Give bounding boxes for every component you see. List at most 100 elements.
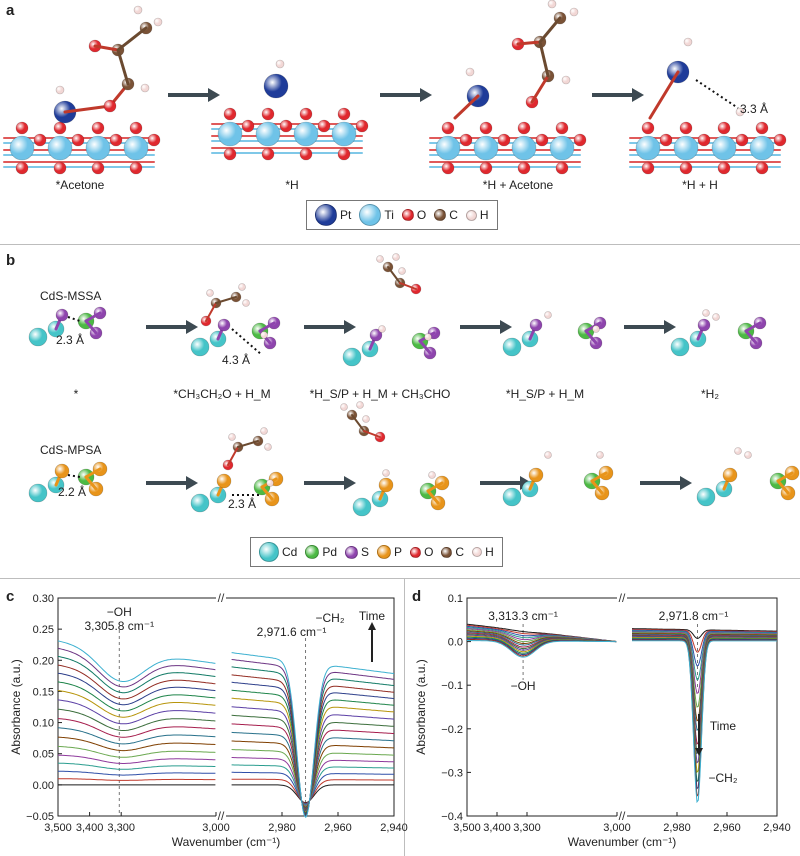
h-atom [378, 325, 386, 333]
legend-ball-o [401, 209, 414, 221]
ti-atom [473, 135, 499, 161]
y-tick-label: 0.0 [448, 637, 463, 649]
h-atom [735, 107, 745, 117]
h-atom [734, 447, 742, 455]
series-line-right-0 [231, 784, 394, 804]
axis-break-top: // [619, 591, 626, 605]
o-atom [659, 133, 673, 147]
legend-label-h: H [485, 545, 494, 559]
arrow-a-1 [168, 88, 220, 102]
series-line-right-0 [632, 628, 777, 639]
ti-atom [331, 121, 357, 147]
legend-label-cd: Cd [282, 545, 298, 559]
s-atom [55, 308, 69, 322]
o-atom [555, 121, 569, 135]
cd-atom [28, 327, 48, 347]
axis-break-bottom-mask [617, 813, 627, 819]
o-atom [129, 161, 143, 175]
s-atom [369, 328, 383, 342]
o-atom [479, 161, 493, 175]
legend-ball-ti [359, 204, 382, 226]
x-tick-label: 3,400 [483, 822, 511, 834]
divider-b-cd [0, 578, 800, 579]
oh-label: −OH [511, 679, 536, 693]
divider-a-b [0, 244, 800, 245]
o-atom [517, 121, 531, 135]
arrow-b1-2 [304, 320, 356, 334]
legend-label-c: C [449, 208, 458, 222]
o-atom [735, 133, 749, 147]
h-atom [362, 415, 370, 423]
o-atom [641, 161, 655, 175]
o-atom [129, 121, 143, 135]
series-line-left-4 [57, 754, 216, 764]
ti-atom [673, 135, 699, 161]
legend-ball-p [377, 545, 392, 559]
legend-ball-pt [315, 204, 337, 226]
time-label: Time [359, 609, 386, 623]
o-atom [91, 161, 105, 175]
h-atom [398, 267, 406, 275]
o-atom [223, 107, 237, 121]
o-atom [555, 161, 569, 175]
h-atom [242, 299, 250, 307]
mssa-dist-1: 2.3 Å [56, 333, 85, 347]
axis-break-top-mask [617, 595, 627, 601]
h-atom [228, 433, 236, 441]
ti-atom [255, 121, 281, 147]
series-line-right-1 [231, 778, 394, 804]
panel-b-label-3: *H_S/P + H_M + CH₃CHO [309, 387, 451, 401]
series-line-right-4 [632, 631, 778, 695]
panel-c-letter: c [6, 588, 15, 605]
h-atom [561, 75, 571, 85]
ti-atom [435, 135, 461, 161]
legend-item-pt: Pt [315, 204, 351, 226]
arrow-a-3 [592, 88, 644, 102]
y-axis-label: Absorbance (a.u.) [414, 659, 428, 754]
y-tick-label: −0.1 [441, 680, 463, 692]
o-atom [459, 133, 473, 147]
y-tick-label: 0.30 [33, 593, 54, 605]
panel-a-label-4: *H + H [682, 178, 718, 192]
h-atom [356, 401, 364, 409]
mpsa-dist-1: 2.2 Å [58, 485, 87, 499]
h-atom [424, 333, 432, 341]
o-atom [33, 133, 47, 147]
legend-item-h: H [465, 208, 489, 222]
o-atom [299, 107, 313, 121]
ch-wavenumber: 2,971.8 cm⁻¹ [659, 609, 729, 623]
p-atom [378, 477, 394, 493]
o-atom [679, 161, 693, 175]
o-atom [755, 121, 769, 135]
legend-ball-c [434, 209, 447, 221]
h-atom [428, 471, 436, 479]
h-atom [140, 83, 150, 93]
cd-atom [352, 497, 372, 517]
legend-item-p: P [377, 545, 402, 559]
cd-atom [342, 347, 362, 367]
s-atom [529, 318, 543, 332]
h-atom [55, 85, 65, 95]
x-axis-label: Wavenumber (cm⁻¹) [568, 835, 677, 849]
h-atom [683, 37, 693, 47]
series-line-left-6 [57, 736, 216, 752]
arrow-b1-1 [146, 320, 198, 334]
legend-item-o: O [401, 208, 426, 222]
h-atom [744, 451, 752, 459]
cd-atom [502, 487, 522, 507]
panel-d-letter: d [412, 588, 422, 605]
ti-atom [511, 135, 537, 161]
o-atom [441, 161, 455, 175]
o-atom [109, 133, 123, 147]
ch-wavenumber: 2,971.6 cm⁻¹ [257, 625, 327, 639]
cd-atom [28, 483, 48, 503]
mpsa-dist-1-line [67, 474, 81, 478]
legend-ball-pd [305, 545, 320, 559]
o-atom [223, 147, 237, 161]
legend-ball-h [465, 209, 477, 221]
time-arrow [368, 622, 376, 662]
o-atom [479, 121, 493, 135]
panel-a-label-2: *H [285, 178, 299, 192]
